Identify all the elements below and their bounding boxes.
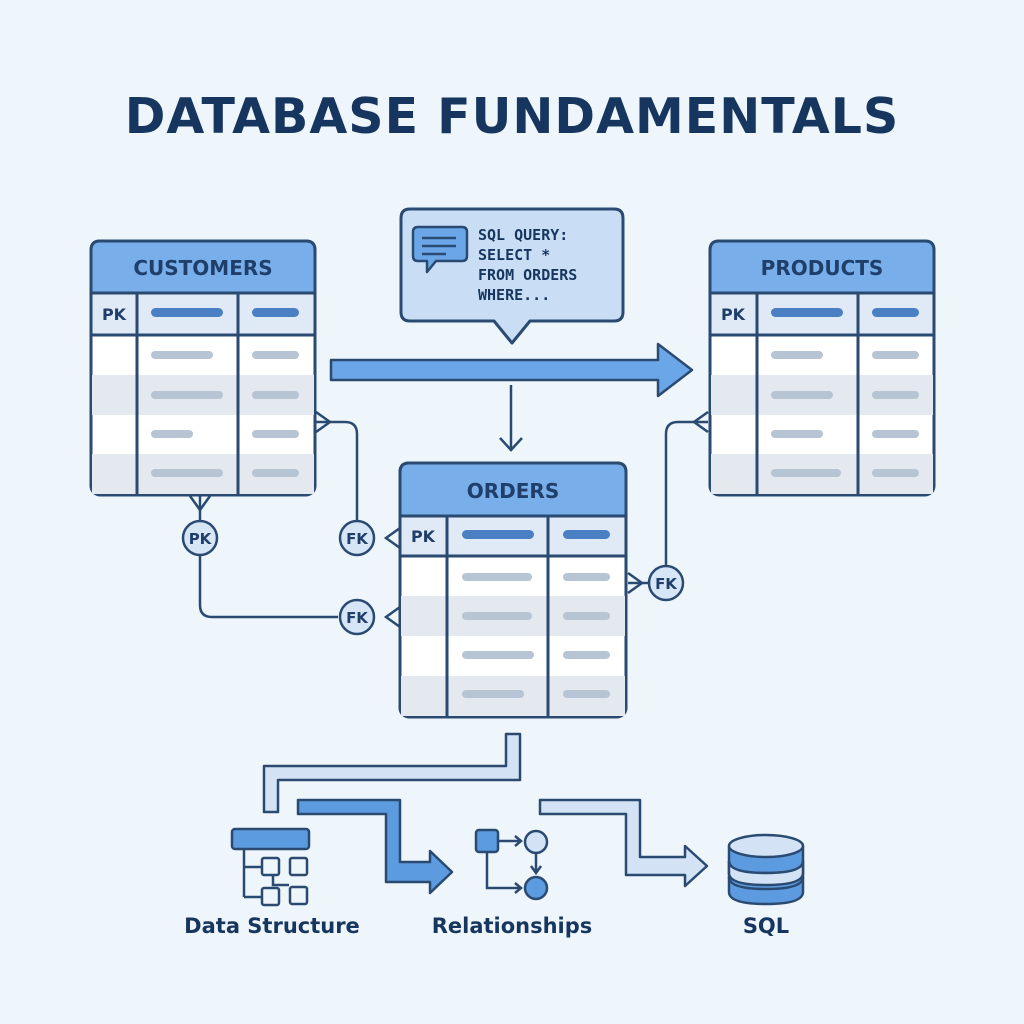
table-customers-title: CUSTOMERS — [133, 256, 272, 280]
sql-line-2: SELECT * — [478, 246, 550, 264]
label-relationships: Relationships — [431, 914, 593, 938]
badge-customers-pk: PK — [181, 519, 219, 557]
sql-line-3: FROM ORDERS — [478, 266, 577, 284]
svg-text:PK: PK — [189, 530, 213, 548]
flow-relationships-to-sql — [538, 798, 709, 888]
node-graph-icon — [474, 828, 549, 901]
chat-bubble-icon — [411, 225, 469, 274]
flow-data-structure-to-relationships — [296, 798, 454, 895]
table-orders-title: ORDERS — [467, 479, 559, 503]
flow-orders-to-data-structure — [262, 732, 522, 814]
crows-foot-customers — [315, 410, 333, 434]
crows-foot-orders-right — [627, 571, 645, 595]
table-customers: CUSTOMERS PK — [89, 239, 317, 497]
customers-pk-label: PK — [102, 305, 127, 324]
products-pk-label: PK — [721, 305, 746, 324]
crows-foot-orders-upper — [383, 526, 401, 550]
arrowhead-sql-to-orders — [499, 437, 523, 452]
crows-foot-products — [691, 410, 709, 434]
crows-foot-orders-lower — [383, 605, 401, 629]
orders-pk-label: PK — [411, 527, 436, 546]
database-cylinder-icon — [727, 833, 805, 906]
table-products-title: PRODUCTS — [761, 256, 884, 280]
svg-text:FK: FK — [346, 609, 369, 627]
tree-hierarchy-icon — [230, 827, 311, 907]
svg-text:FK: FK — [655, 575, 678, 593]
table-products: PRODUCTS PK — [708, 239, 936, 497]
connector-customers-orders-upper — [316, 420, 359, 520]
label-data-structure: Data Structure — [184, 914, 360, 938]
badge-orders-fk-lower: FK — [338, 598, 376, 636]
page-title: DATABASE FUNDAMENTALS — [124, 88, 900, 145]
sql-line-4: WHERE... — [478, 286, 550, 304]
badge-orders-fk-products: FK — [647, 564, 685, 602]
connector-orders-products — [628, 420, 708, 585]
svg-text:FK: FK — [346, 530, 369, 548]
badge-orders-fk-upper: FK — [338, 519, 376, 557]
connector-customers-orders-lower — [198, 496, 338, 619]
arrow-customers-to-products — [329, 342, 694, 398]
table-orders: ORDERS PK — [398, 461, 628, 719]
label-sql: SQL — [742, 914, 790, 938]
sql-line-1: SQL QUERY: — [478, 226, 568, 244]
crows-foot-customers-bottom — [188, 495, 212, 513]
sql-callout: SQL QUERY: SELECT * FROM ORDERS WHERE... — [399, 207, 625, 345]
